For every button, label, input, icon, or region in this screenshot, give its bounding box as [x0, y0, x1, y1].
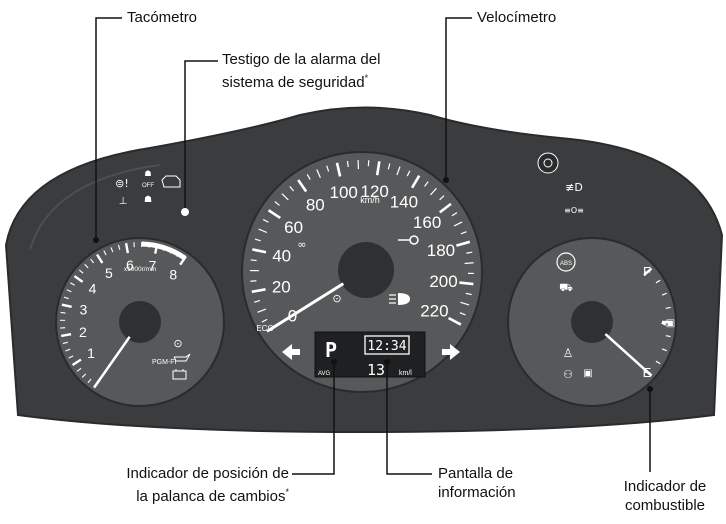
speedometer-tick-label: 80 — [306, 196, 325, 215]
callout-security-alarm: Testigo de la alarma del sistema de segu… — [222, 50, 380, 92]
fuel-door-icon: ◂▣ — [661, 318, 675, 329]
speedometer-tick-label: 140 — [390, 193, 418, 212]
callout-tachometer: Tacómetro — [127, 8, 197, 27]
tachometer-tick — [126, 243, 128, 253]
callout-speedometer: Velocímetro — [477, 8, 556, 27]
glow-icon: ∞ — [297, 238, 306, 251]
avg-label: AVG — [318, 371, 331, 377]
speedometer-tick-label: 100 — [329, 183, 357, 202]
fuel-full-label: F — [643, 264, 651, 279]
abs-label: ABS — [560, 261, 572, 267]
svg-text:≢D: ≢D — [565, 181, 583, 194]
callout-info-display: Pantalla de información — [438, 464, 516, 502]
tachometer-tick-label: 4 — [89, 281, 97, 297]
gear-indicator: P — [325, 338, 337, 362]
speedometer-tick-label: 200 — [429, 272, 457, 291]
speedometer-tick — [251, 260, 257, 261]
speedometer-tick-label: 180 — [427, 241, 455, 260]
svg-text:⊜!: ⊜! — [115, 177, 129, 190]
speedometer-tick-label: 40 — [272, 246, 291, 265]
malfunction-icon-2: ⊙ — [332, 292, 341, 305]
brake-icon: ⊜! — [115, 177, 129, 190]
svg-text:⊙: ⊙ — [173, 337, 182, 350]
clock-readout: 12:34 — [367, 339, 406, 354]
speedometer-tick — [347, 161, 348, 167]
tachometer-tick — [61, 334, 71, 336]
security-alarm-icon — [181, 208, 189, 216]
svg-text:⊥: ⊥ — [119, 196, 128, 207]
callout-shift-position: Indicador de posición de la palanca de c… — [126, 464, 289, 506]
svg-text:⚇: ⚇ — [563, 368, 573, 381]
tachometer-tick — [61, 312, 66, 313]
tachometer-hub — [119, 301, 161, 343]
tachometer-tick-label: 2 — [79, 324, 87, 340]
speedometer-tick-label: 60 — [284, 218, 303, 237]
svg-text:♙: ♙ — [563, 346, 574, 360]
speedometer-tick — [465, 263, 474, 264]
svg-text:▣: ▣ — [583, 368, 592, 379]
eco-label: ECO — [256, 324, 273, 333]
speedometer-tick-label: 160 — [413, 213, 441, 232]
speedometer-tick-label: 20 — [272, 277, 291, 296]
tachometer-tick-label: 5 — [105, 265, 113, 281]
pgm-fi-label: PGM-FI — [152, 359, 177, 366]
fog-light-icon: ≢D — [565, 181, 583, 194]
lights-on-icon: ≡O≡ — [564, 206, 584, 215]
svg-text:⊙: ⊙ — [332, 292, 341, 305]
tachometer-tick-label: 8 — [169, 266, 177, 282]
seatbelt-icon: ♙ — [563, 346, 574, 360]
speedometer-unit-label: km/h — [360, 195, 380, 205]
svg-text:≡O≡: ≡O≡ — [564, 206, 584, 215]
trip-unit: km/l — [399, 370, 412, 377]
svg-text:∞: ∞ — [297, 238, 306, 251]
svg-text:◂▣: ◂▣ — [661, 318, 675, 329]
tachometer-tick-label: 1 — [87, 345, 95, 361]
vsa-off-label: OFF — [142, 183, 154, 189]
svg-text:☗: ☗ — [144, 195, 152, 205]
speedometer-tick-label: 220 — [420, 301, 448, 320]
airbag-icon: ⚇ — [563, 368, 573, 381]
speedometer-tick — [459, 283, 473, 285]
temperature-icon: ⊥ — [119, 196, 128, 207]
speedometer-hub — [338, 242, 394, 298]
tachometer-tick-label: 3 — [79, 301, 87, 317]
svg-text:⛟: ⛟ — [559, 281, 573, 294]
vsa-icon: ☗ — [144, 195, 152, 205]
trip-value: 13 — [367, 361, 385, 379]
high-beam-icon — [389, 293, 410, 305]
svg-text:☗: ☗ — [144, 169, 151, 178]
door-open-icon: ⛟ — [559, 281, 573, 294]
malfunction-icon: ⊙ — [173, 337, 182, 350]
low-fuel-icon: ▣ — [583, 368, 592, 379]
tachometer-unit-label: x1000r/min — [124, 266, 157, 273]
callout-fuel-gauge: Indicador de combustible — [608, 477, 722, 515]
tpms-icon — [538, 153, 558, 173]
